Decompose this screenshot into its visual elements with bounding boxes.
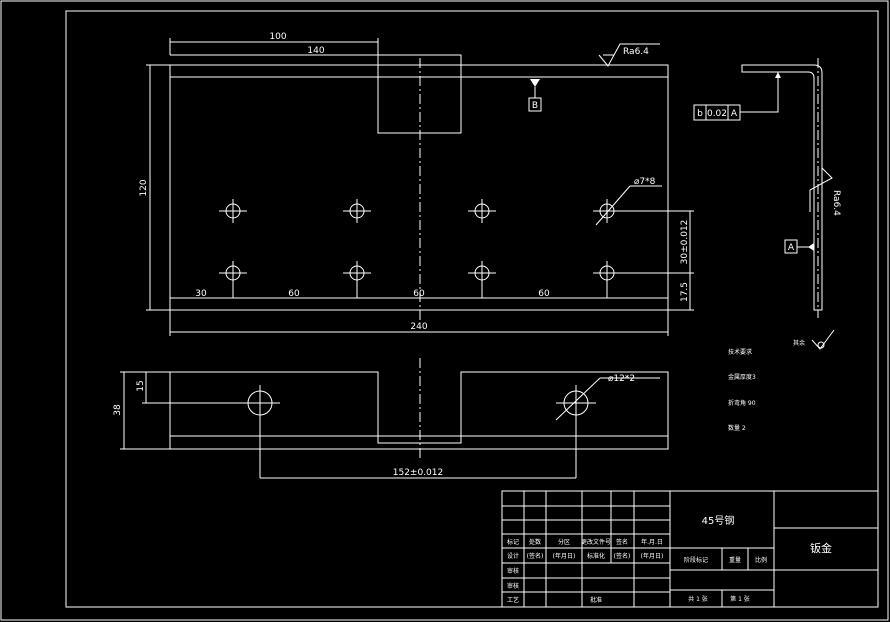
- dim-30: 30: [195, 289, 207, 299]
- notes-line-2: 折弯角 90: [728, 399, 756, 407]
- bottom-view: 15 38 ⌀12*2 152±0.012: [113, 358, 669, 479]
- dim-120: 120: [139, 179, 149, 196]
- hole: [593, 261, 621, 298]
- hole: [343, 261, 371, 298]
- material: 45号钢: [702, 514, 735, 527]
- datum-triangle: [530, 79, 540, 87]
- dim-60-c: 60: [538, 289, 550, 299]
- notes-line-1: 金属厚度3: [728, 373, 756, 381]
- plate-outline: [169, 64, 669, 311]
- sheet-number: 第 1 张: [730, 595, 750, 603]
- tolerance-symbol: b: [697, 109, 703, 119]
- dim-15: 15: [136, 380, 146, 391]
- row-date-2: (年月日): [641, 552, 664, 560]
- hole-label: ⌀7*8: [634, 177, 656, 187]
- part-name: 钣金: [810, 541, 832, 555]
- side-roughness-symbol: [809, 167, 833, 212]
- front-view: 100 140 120 30 60 60 60 240 30±0.012 17.…: [139, 32, 694, 336]
- roughness-label: Ra6.4: [623, 47, 649, 57]
- row-sign-2: (签名): [614, 552, 631, 560]
- hole: [593, 199, 621, 223]
- rest-roughness-symbol: [811, 329, 835, 350]
- row-standard: 标准化: [587, 552, 605, 560]
- notes-line-3: 数量 2: [728, 424, 746, 432]
- hole-label-bottom: ⌀12*2: [608, 374, 635, 384]
- row-check: 审核: [507, 567, 519, 575]
- dim-60-a: 60: [288, 289, 300, 299]
- roughness-symbol: [598, 43, 660, 67]
- technical-notes: 技术要求 金属厚度3 折弯角 90 数量 2 其余: [728, 329, 835, 432]
- row-process: 工艺: [507, 596, 519, 604]
- dim-100: 100: [269, 32, 286, 42]
- dim-60-b: 60: [413, 289, 425, 299]
- dim-30-tol: 30±0.012: [680, 220, 690, 265]
- stage-mark: 阶段标记: [684, 556, 708, 564]
- sheets-total: 共 1 张: [688, 595, 708, 603]
- dim-152: 152±0.012: [393, 468, 443, 478]
- header-date: 年.月.日: [641, 538, 663, 546]
- row-date-1: (年月日): [553, 552, 576, 560]
- notes-heading: 技术要求: [728, 348, 752, 356]
- header-count: 处数: [529, 538, 541, 546]
- scale-label: 比例: [755, 556, 767, 564]
- datum-a-label: A: [788, 243, 795, 253]
- dim-240: 240: [410, 322, 427, 332]
- tolerance-value: 0.02: [707, 109, 727, 119]
- title-block: 45号钢 钣金 标记 处数 分区 更改文件号 签名 年.月.日 设计 (签名) …: [501, 490, 879, 608]
- datum-b-label: B: [532, 101, 538, 111]
- row-sign-1: (签名): [527, 552, 544, 560]
- dim-17-5: 17.5: [680, 282, 690, 302]
- hole: [240, 385, 280, 478]
- weight-label: 重量: [729, 556, 741, 564]
- header-sign: 签名: [616, 538, 628, 546]
- row-review: 审核: [507, 582, 519, 590]
- header-docno: 更改文件号: [581, 538, 611, 546]
- side-roughness-label: Ra6.4: [831, 190, 841, 216]
- hole: [219, 261, 247, 298]
- dim-140: 140: [307, 46, 324, 56]
- dim-38: 38: [113, 404, 123, 416]
- hole: [219, 199, 247, 223]
- hole: [468, 261, 496, 298]
- rest-label: 其余: [793, 339, 805, 347]
- hole: [343, 199, 371, 223]
- tolerance-datum: A: [731, 109, 738, 119]
- row-design: 设计: [507, 552, 519, 560]
- inner-border: [65, 10, 879, 608]
- hole: [468, 199, 496, 223]
- row-approve: 批准: [590, 596, 602, 604]
- header-zone: 分区: [558, 538, 570, 546]
- header-mark: 标记: [507, 538, 519, 546]
- side-view: b 0.02 A Ra6.4 A: [693, 58, 841, 318]
